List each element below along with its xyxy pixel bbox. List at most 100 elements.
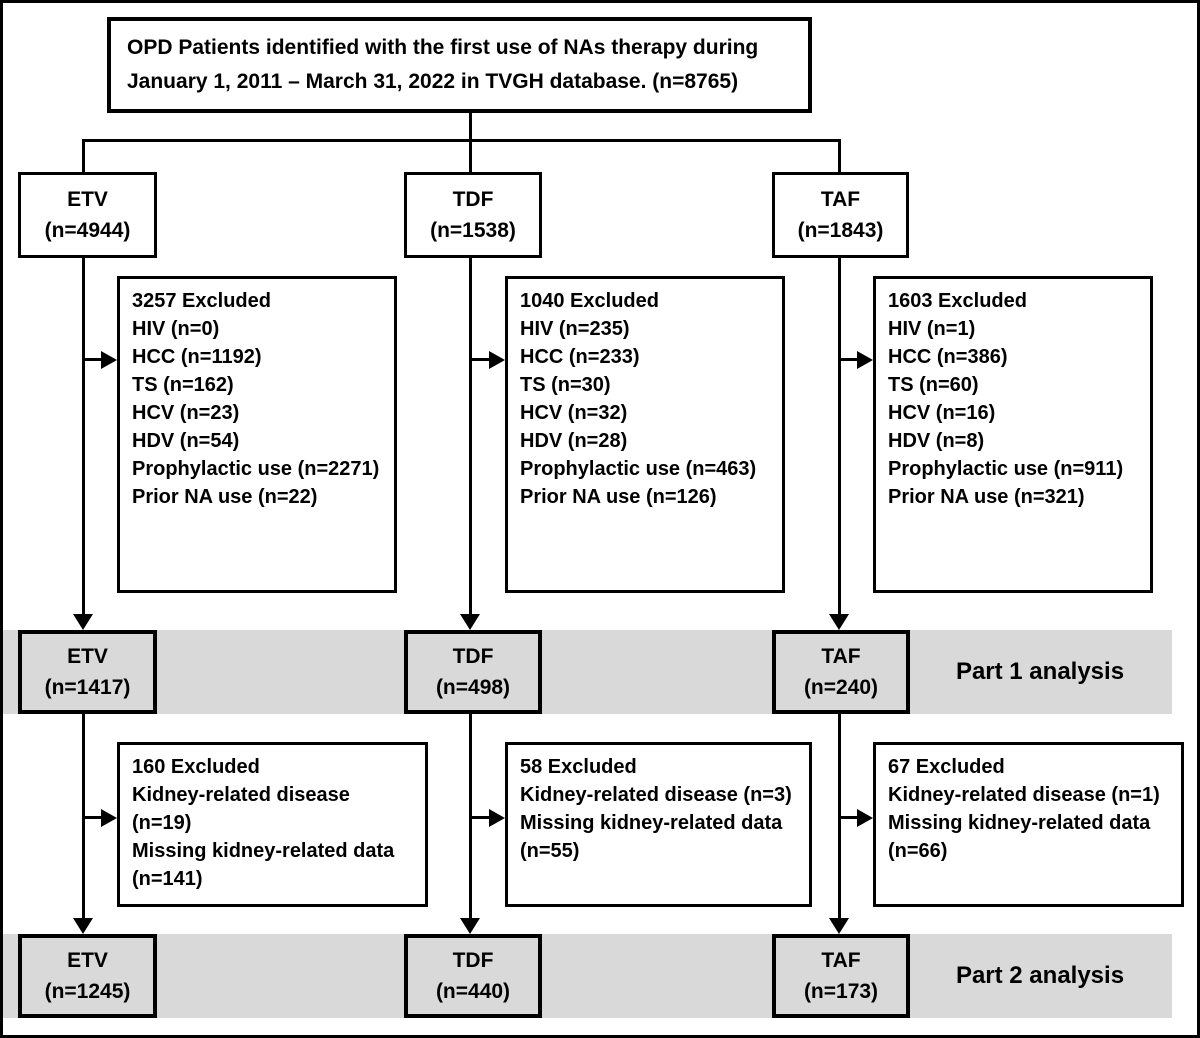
part2-analysis-label: Part 2 analysis bbox=[955, 962, 1125, 989]
taf-cohort-n: (n=1843) bbox=[797, 219, 884, 242]
exclusion-line: 1603 Excluded bbox=[888, 290, 1027, 312]
taf-exclusion2-box: 67 Excluded Kidney-related disease (n=1)… bbox=[873, 742, 1184, 907]
taf-part1-box: TAF (n=240) bbox=[772, 630, 910, 714]
connector-line bbox=[838, 358, 859, 361]
exclusion-line: HDV (n=28) bbox=[520, 430, 628, 452]
exclusion-line: Prophylactic use (n=2271) bbox=[132, 458, 380, 480]
etv-exclusion1-box: 3257 Excluded HIV (n=0) HCC (n=1192) TS … bbox=[117, 276, 397, 593]
tdf-part1-drug: TDF bbox=[452, 645, 494, 668]
tdf-part2-box: TDF (n=440) bbox=[404, 934, 542, 1018]
arrow-right-icon bbox=[101, 351, 117, 369]
exclusion-line: TS (n=60) bbox=[888, 374, 979, 396]
exclusion-line: (n=66) bbox=[888, 840, 948, 862]
etv-part1-box: ETV (n=1417) bbox=[18, 630, 157, 714]
exclusion-line: Missing kidney-related data bbox=[888, 812, 1151, 834]
exclusion-line: HCC (n=386) bbox=[888, 346, 1008, 368]
exclusion-line: HIV (n=235) bbox=[520, 318, 630, 340]
exclusion-line: Prophylactic use (n=463) bbox=[520, 458, 757, 480]
arrow-down-icon bbox=[829, 614, 849, 630]
exclusion-line: Kidney-related disease (n=19) bbox=[132, 784, 350, 834]
arrow-down-icon bbox=[460, 614, 480, 630]
tdf-part2-drug: TDF bbox=[452, 949, 494, 972]
exclusion-line: 1040 Excluded bbox=[520, 290, 659, 312]
connector-line bbox=[82, 139, 841, 142]
arrow-right-icon bbox=[489, 809, 505, 827]
arrow-right-icon bbox=[101, 809, 117, 827]
etv-part2-drug: ETV bbox=[67, 949, 108, 972]
exclusion-line: Missing kidney-related data bbox=[132, 840, 395, 862]
taf-cohort-box: TAF (n=1843) bbox=[772, 172, 909, 258]
taf-part1-drug: TAF bbox=[821, 645, 861, 668]
connector-line bbox=[469, 141, 472, 172]
exclusion-line: HCV (n=16) bbox=[888, 402, 996, 424]
exclusion-line: 58 Excluded bbox=[520, 756, 637, 778]
exclusion-line: HCV (n=23) bbox=[132, 402, 240, 424]
etv-exclusion2-box: 160 Excluded Kidney-related disease (n=1… bbox=[117, 742, 428, 907]
exclusion-line: HCC (n=1192) bbox=[132, 346, 262, 368]
exclusion-line: HIV (n=0) bbox=[132, 318, 220, 340]
tdf-exclusion1-box: 1040 Excluded HIV (n=235) HCC (n=233) TS… bbox=[505, 276, 785, 593]
arrow-right-icon bbox=[857, 809, 873, 827]
taf-part2-n: (n=173) bbox=[803, 980, 879, 1003]
connector-line bbox=[469, 258, 472, 614]
top-population-line2: January 1, 2011 – March 31, 2022 in TVGH… bbox=[127, 70, 739, 93]
connector-line bbox=[469, 816, 490, 819]
exclusion-line: Prior NA use (n=22) bbox=[132, 486, 318, 508]
tdf-cohort-box: TDF (n=1538) bbox=[404, 172, 542, 258]
connector-line bbox=[838, 141, 841, 172]
taf-exclusion1-box: 1603 Excluded HIV (n=1) HCC (n=386) TS (… bbox=[873, 276, 1153, 593]
exclusion-line: Prior NA use (n=126) bbox=[520, 486, 717, 508]
exclusion-line: Kidney-related disease (n=1) bbox=[888, 784, 1160, 806]
connector-line bbox=[82, 258, 85, 614]
connector-line bbox=[82, 141, 85, 172]
arrow-down-icon bbox=[460, 918, 480, 934]
exclusion-line: 160 Excluded bbox=[132, 756, 260, 778]
tdf-part2-n: (n=440) bbox=[435, 980, 511, 1003]
etv-cohort-n: (n=4944) bbox=[44, 219, 131, 242]
exclusion-line: TS (n=30) bbox=[520, 374, 611, 396]
part2-analysis-band bbox=[3, 934, 1172, 1018]
top-population-line1: OPD Patients identified with the first u… bbox=[127, 36, 759, 59]
exclusion-line: Missing kidney-related data bbox=[520, 812, 783, 834]
etv-cohort-drug: ETV bbox=[67, 188, 108, 211]
arrow-right-icon bbox=[489, 351, 505, 369]
exclusion-line: Kidney-related disease (n=3) bbox=[520, 784, 792, 806]
exclusion-line: (n=141) bbox=[132, 868, 203, 890]
connector-line bbox=[469, 358, 490, 361]
part1-analysis-band bbox=[3, 630, 1172, 714]
part1-analysis-label: Part 1 analysis bbox=[955, 658, 1125, 685]
taf-part1-n: (n=240) bbox=[803, 676, 879, 699]
taf-part2-drug: TAF bbox=[821, 949, 861, 972]
taf-cohort-drug: TAF bbox=[820, 188, 861, 211]
exclusion-line: HCC (n=233) bbox=[520, 346, 640, 368]
etv-part2-box: ETV (n=1245) bbox=[18, 934, 157, 1018]
etv-part2-n: (n=1245) bbox=[44, 980, 131, 1003]
connector-line bbox=[838, 258, 841, 614]
exclusion-line: 3257 Excluded bbox=[132, 290, 271, 312]
exclusion-line: TS (n=162) bbox=[132, 374, 234, 396]
connector-line bbox=[838, 816, 859, 819]
tdf-exclusion2-box: 58 Excluded Kidney-related disease (n=3)… bbox=[505, 742, 812, 907]
exclusion-line: HDV (n=8) bbox=[888, 430, 985, 452]
arrow-down-icon bbox=[829, 918, 849, 934]
exclusion-line: HDV (n=54) bbox=[132, 430, 240, 452]
etv-cohort-box: ETV (n=4944) bbox=[18, 172, 157, 258]
tdf-cohort-n: (n=1538) bbox=[430, 219, 516, 242]
exclusion-line: HCV (n=32) bbox=[520, 402, 628, 424]
exclusion-line: 67 Excluded bbox=[888, 756, 1005, 778]
connector-line bbox=[469, 113, 472, 141]
arrow-down-icon bbox=[73, 614, 93, 630]
top-population-box: OPD Patients identified with the first u… bbox=[107, 17, 812, 113]
exclusion-line: Prophylactic use (n=911) bbox=[888, 458, 1124, 480]
connector-line bbox=[82, 358, 103, 361]
tdf-part1-box: TDF (n=498) bbox=[404, 630, 542, 714]
arrow-down-icon bbox=[73, 918, 93, 934]
arrow-right-icon bbox=[857, 351, 873, 369]
tdf-cohort-drug: TDF bbox=[452, 188, 494, 211]
exclusion-line: Prior NA use (n=321) bbox=[888, 486, 1085, 508]
taf-part2-box: TAF (n=173) bbox=[772, 934, 910, 1018]
connector-line bbox=[82, 816, 103, 819]
tdf-part1-n: (n=498) bbox=[435, 676, 511, 699]
